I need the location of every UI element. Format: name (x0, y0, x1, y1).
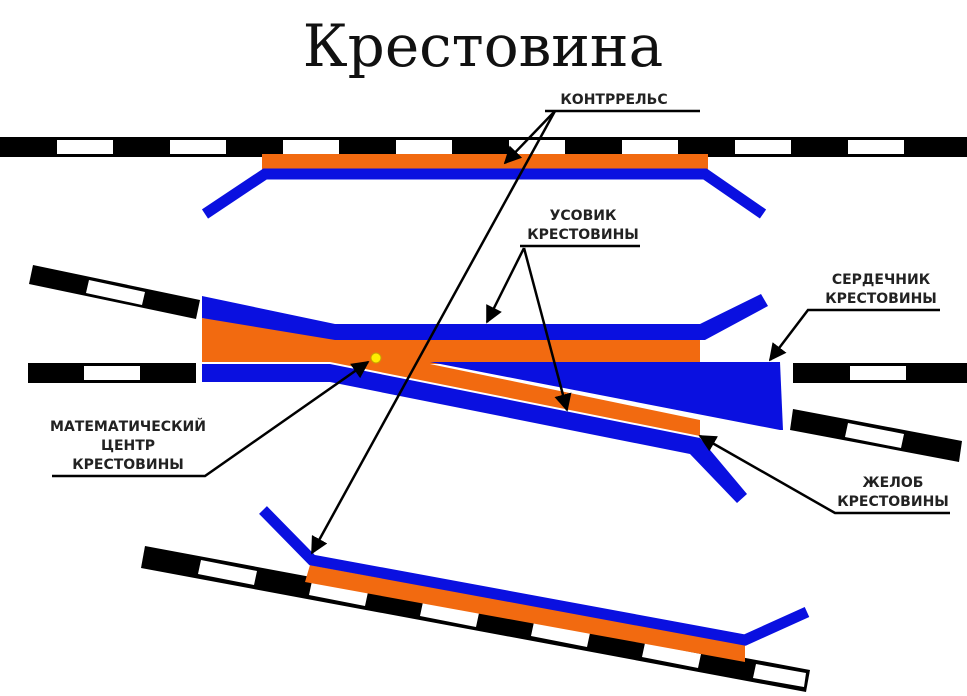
math-center-leader (52, 360, 370, 478)
wing-rail-upper (202, 294, 768, 340)
frog-point-leader (768, 308, 940, 362)
bottom-guard-rail-orange (305, 565, 745, 662)
label-wing-rail-line1: УСОВИК (550, 208, 617, 224)
top-guard-rail-blue (201, 168, 767, 219)
label-math-center-line3: КРЕСТОВИНЫ (72, 457, 184, 473)
straight-rail-left (28, 363, 196, 383)
wing-rail-arrow-upper (485, 247, 526, 324)
diverging-rail-lower-right (790, 409, 962, 462)
label-frog-point-line2: КРЕСТОВИНЫ (825, 291, 937, 307)
label-math-center-line1: МАТЕМАТИЧЕСКИЙ (50, 418, 206, 435)
page-title: Крестовина (303, 12, 663, 80)
diverging-rail-upper-left (29, 265, 200, 319)
label-wing-rail-line2: КРЕСТОВИНЫ (527, 227, 639, 243)
bottom-track-rail (141, 546, 810, 692)
math-center-dot (370, 352, 382, 364)
label-flangeway-line2: КРЕСТОВИНЫ (837, 494, 949, 510)
top-track-rail (0, 137, 967, 157)
label-frog-point-line1: СЕРДЕЧНИК (832, 272, 931, 288)
guard-rail-arrow-bottom (310, 110, 557, 555)
label-guard-rail: КОНТРРЕЛЬС (560, 92, 667, 108)
straight-rail-right (793, 363, 967, 383)
frog-orange-body (202, 318, 700, 436)
flangeway-leader (698, 434, 950, 515)
wing-rail-arrow-lower (522, 247, 572, 412)
label-flangeway-line1: ЖЕЛОБ (863, 475, 924, 491)
top-guard-rail-orange (262, 154, 708, 170)
label-math-center-line2: ЦЕНТР (101, 438, 155, 454)
wing-rail-lower (202, 364, 747, 503)
guard-rail-arrow-top (503, 110, 556, 165)
bottom-guard-rail-blue (259, 506, 810, 646)
frog-point (430, 362, 783, 430)
